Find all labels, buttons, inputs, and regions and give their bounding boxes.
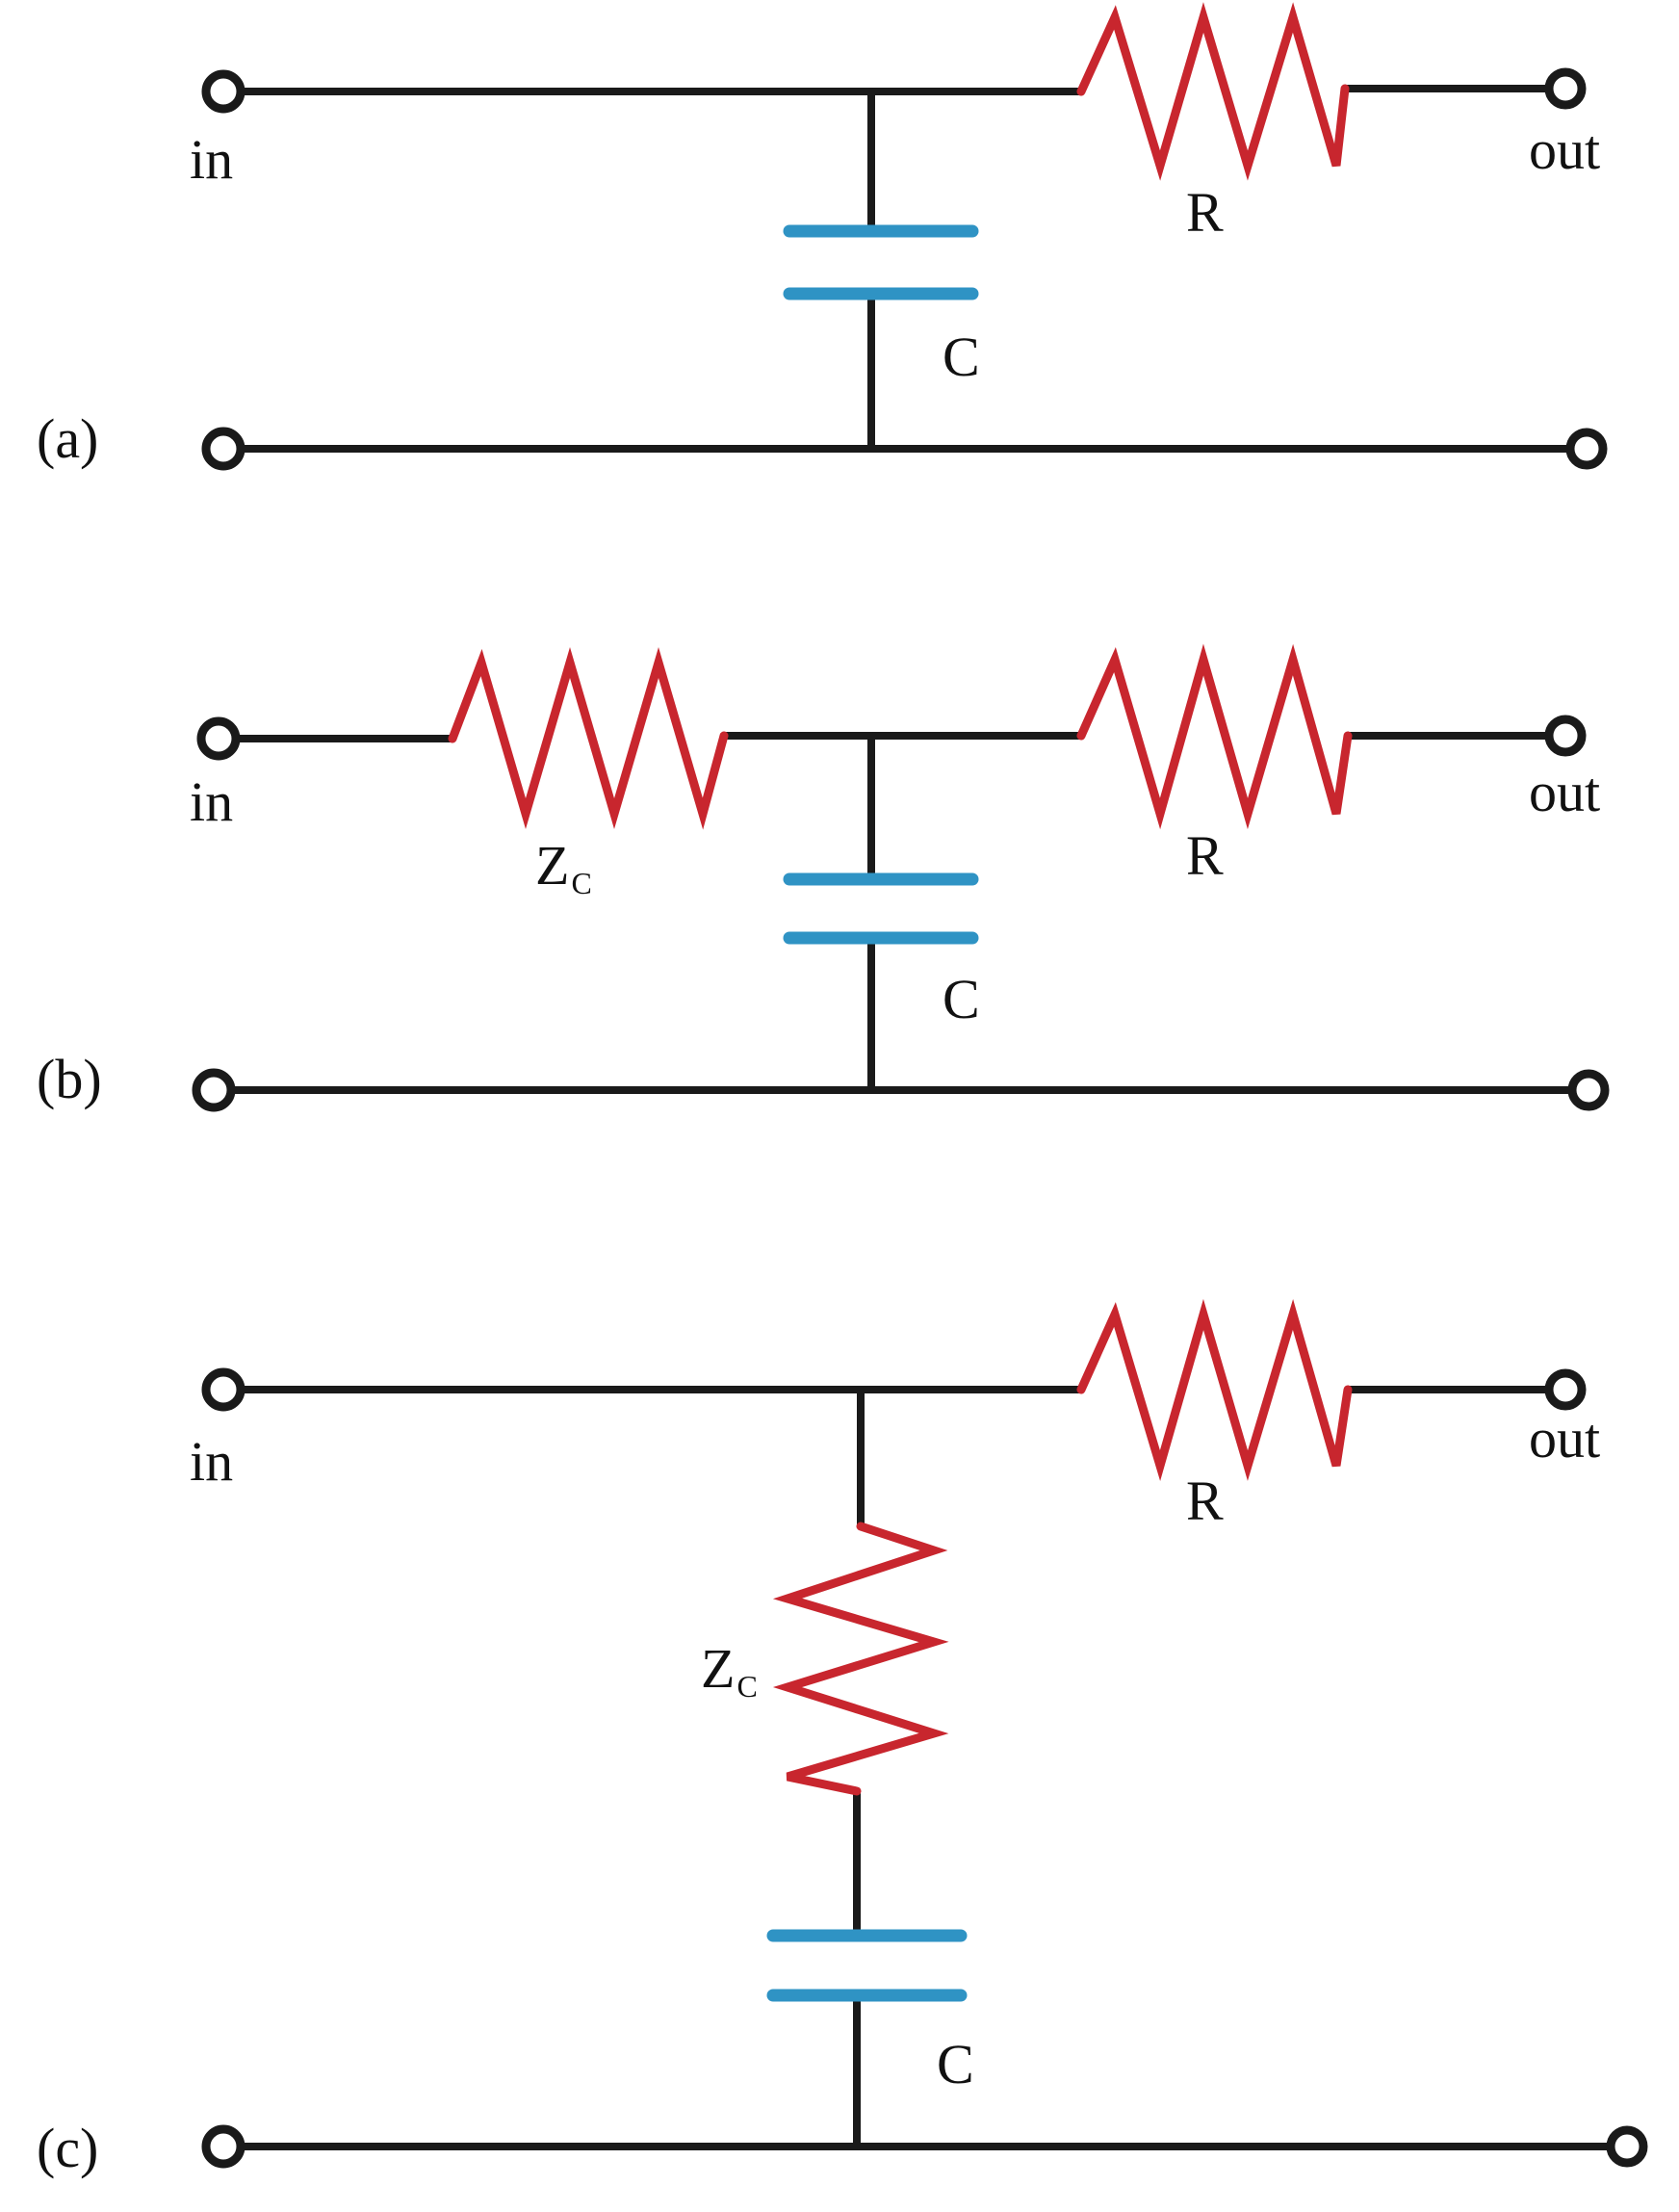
impedance-symbol-b: Z	[535, 834, 569, 897]
capacitor-label-c: C	[937, 2033, 974, 2095]
resistor-label-c: R	[1186, 1470, 1224, 1532]
input-terminal-a	[201, 69, 245, 114]
panel-label-b: (b)	[37, 1048, 102, 1110]
impedance-label-c: ZC	[701, 1637, 758, 1704]
resistor-zc-c	[772, 1522, 949, 1796]
ground-terminal-right-c	[1606, 2125, 1648, 2168]
panel-label-a: (a)	[37, 407, 98, 470]
in-label-b: in	[190, 770, 233, 833]
impedance-symbol-c: Z	[701, 1637, 735, 1700]
impedance-subscript-c: C	[736, 1669, 757, 1704]
in-label-c: in	[190, 1430, 233, 1493]
out-label-c: out	[1529, 1407, 1600, 1470]
circuit-a: in out R C (a)	[37, 2, 1608, 471]
resistor-label-b: R	[1186, 824, 1224, 887]
circuit-b: in out R ZC C (b)	[37, 643, 1610, 1112]
capacitor-label-b: C	[943, 968, 980, 1030]
resistor-r-b	[1076, 643, 1353, 830]
out-label-a: out	[1529, 118, 1600, 181]
ground-terminal-left-c	[201, 2124, 245, 2169]
ground-terminal-right-b	[1567, 1069, 1610, 1111]
in-label-a: in	[190, 128, 233, 191]
output-terminal-b	[1544, 715, 1587, 757]
resistor-r-a	[1076, 2, 1350, 181]
capacitor-label-a: C	[943, 325, 980, 388]
output-terminal-c	[1544, 1368, 1587, 1411]
ground-terminal-left-a	[201, 427, 245, 471]
panel-label-c: (c)	[37, 2117, 98, 2179]
input-terminal-c	[201, 1367, 245, 1412]
resistor-r-c	[1076, 1298, 1353, 1482]
input-terminal-b	[196, 716, 241, 761]
resistor-zc-b	[448, 646, 729, 830]
resistor-label-a: R	[1186, 181, 1224, 244]
impedance-subscript-b: C	[571, 866, 591, 900]
ground-terminal-right-a	[1565, 428, 1608, 470]
ground-terminal-left-b	[192, 1068, 236, 1112]
output-terminal-a	[1544, 67, 1587, 110]
circuit-c: in out R ZC C (c)	[37, 1298, 1648, 2179]
out-label-b: out	[1529, 761, 1600, 823]
impedance-label-b: ZC	[535, 834, 592, 900]
